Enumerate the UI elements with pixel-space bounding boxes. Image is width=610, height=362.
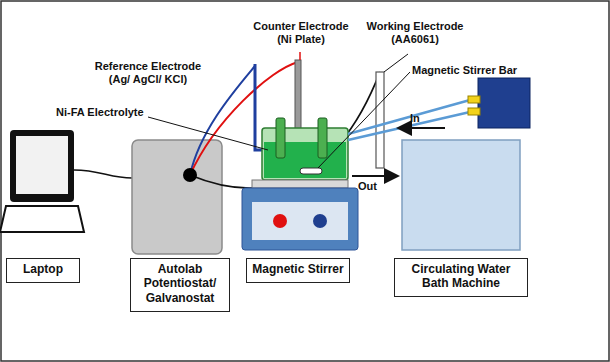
box-text: Autolab Potentiostat/ Galvanostat xyxy=(135,262,225,305)
laptop-icon xyxy=(0,130,84,232)
part-label: Working Electrode (AA6061) xyxy=(356,20,474,46)
magnetic-stirrer-device xyxy=(242,180,358,250)
label-box: Autolab Potentiostat/ Galvanostat xyxy=(130,258,230,312)
working-wire xyxy=(190,72,380,188)
reference-wire xyxy=(190,66,255,175)
box-text: Circulating Water Bath Machine xyxy=(399,262,523,291)
box-text: Magnetic Stirrer xyxy=(251,262,345,276)
part-label: Counter Electrode (Ni Plate) xyxy=(246,20,356,46)
electrochemical-cell xyxy=(262,118,348,180)
in-arrow xyxy=(398,127,445,129)
out-arrow xyxy=(352,175,398,177)
water-bath-body xyxy=(402,140,520,250)
pump-unit xyxy=(478,78,530,128)
tube-connector xyxy=(468,96,480,103)
part-label: In xyxy=(410,112,420,125)
part-label: Reference Electrode (Ag/ AgCl/ KCl) xyxy=(88,60,208,86)
label-box: Laptop xyxy=(6,258,80,283)
leader-line xyxy=(148,117,268,150)
part-label: Ni-FA Electrolyte xyxy=(56,106,144,119)
tube-connector xyxy=(468,108,480,115)
label-box: Circulating Water Bath Machine xyxy=(394,258,528,297)
part-label: Magnetic Stirrer Bar xyxy=(412,64,517,77)
data-cable xyxy=(74,170,132,178)
potentiostat-body xyxy=(132,140,222,254)
leader-line xyxy=(318,72,410,168)
leader-line xyxy=(384,54,408,72)
working-electrode xyxy=(376,72,384,168)
leader-line xyxy=(299,52,301,60)
part-label: Out xyxy=(358,180,377,193)
label-box: Magnetic Stirrer xyxy=(246,258,350,283)
stirrer-bar xyxy=(300,168,322,174)
terminal-dot xyxy=(183,168,197,182)
counter-wire xyxy=(190,62,298,175)
box-text: Laptop xyxy=(11,262,75,276)
water-tube xyxy=(348,112,470,140)
